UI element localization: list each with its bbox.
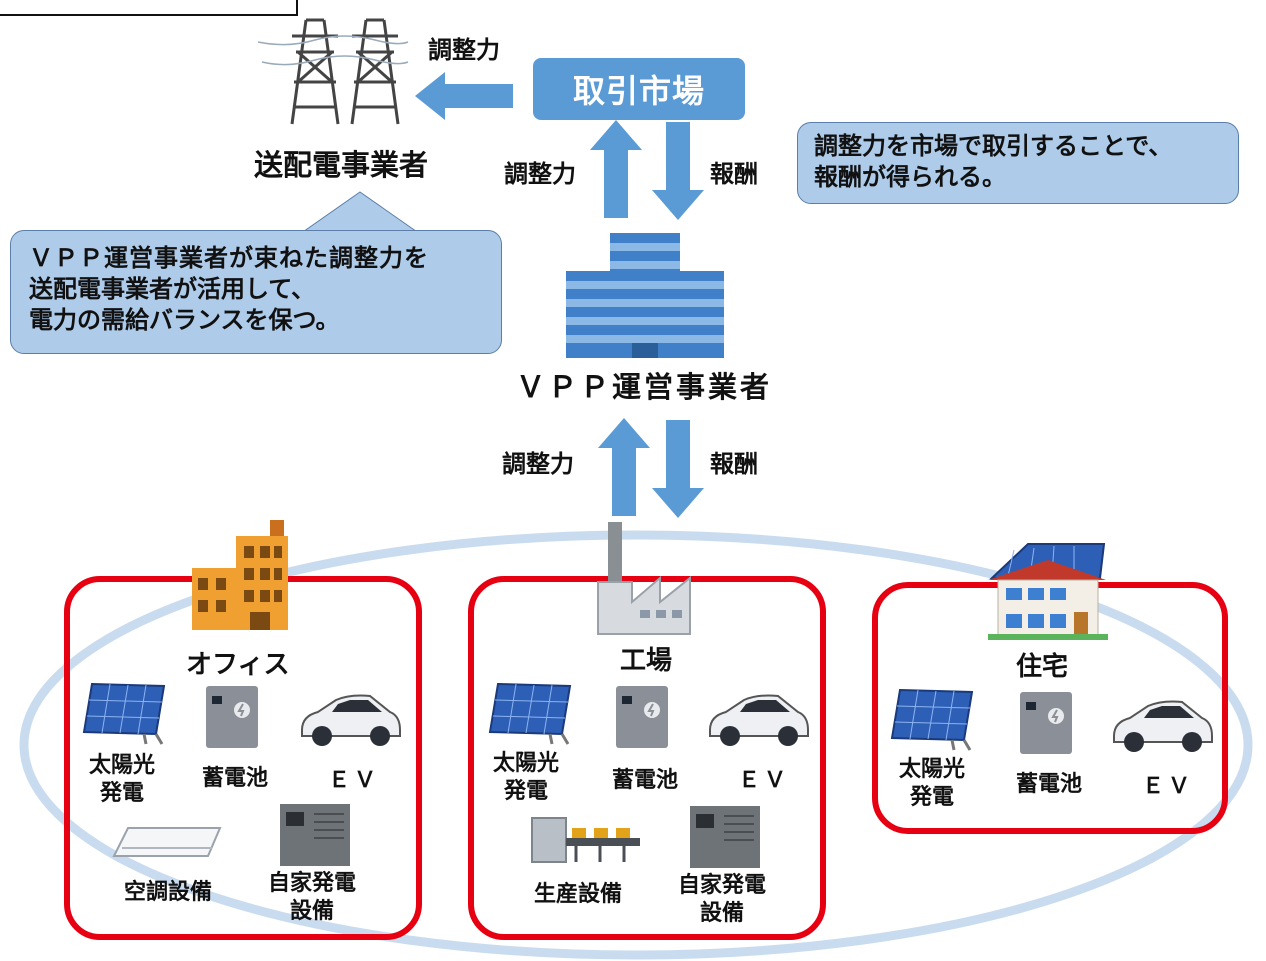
office-ac-label: 空調設備 bbox=[124, 880, 213, 905]
factory-label: 工場 bbox=[620, 646, 673, 676]
trading-market-box: 取引市場 bbox=[533, 58, 745, 120]
office-generator-line1: 自家発電 bbox=[267, 871, 356, 896]
market-note-line1: 調整力を市場で取引することで、 bbox=[814, 132, 1173, 160]
house-solar-label: 太陽光 発電 bbox=[894, 756, 970, 812]
house-battery-label: 蓄電池 bbox=[1016, 772, 1083, 797]
arrow-up-vpp bbox=[598, 418, 650, 516]
header-box bbox=[0, 0, 298, 16]
vpp-operator-label: ＶＰＰ運営事業者 bbox=[516, 370, 773, 404]
arrow-down-market bbox=[652, 122, 704, 220]
factory-solar-line1: 太陽光 bbox=[492, 751, 559, 776]
market-note: 調整力を市場で取引することで、 報酬が得られる。 bbox=[797, 122, 1239, 204]
generator-icon bbox=[690, 806, 760, 868]
office-solar-line2: 発電 bbox=[99, 781, 144, 806]
market-note-line2: 報酬が得られる。 bbox=[814, 163, 1006, 191]
vpp-down-label: 報酬 bbox=[710, 450, 758, 478]
grid-note-line3: 電力の需給バランスを保つ。 bbox=[29, 306, 340, 334]
factory-production-label: 生産設備 bbox=[534, 882, 623, 907]
market-up-label: 調整力 bbox=[504, 160, 576, 188]
office-generator-label: 自家発電 設備 bbox=[262, 870, 362, 926]
house-icon bbox=[988, 543, 1108, 640]
factory-generator-line1: 自家発電 bbox=[677, 873, 766, 898]
factory-generator-line2: 設備 bbox=[699, 901, 744, 926]
ev-car-icon bbox=[301, 694, 401, 746]
ev-car-icon bbox=[1113, 700, 1213, 752]
grid-note-line1: ＶＰＰ運営事業者が束ねた調整力を bbox=[29, 244, 429, 272]
battery-icon bbox=[1020, 692, 1072, 754]
arrow-left bbox=[415, 72, 513, 120]
factory-solar-line2: 発電 bbox=[503, 779, 548, 804]
solar-panel-icon bbox=[890, 688, 974, 751]
power-tower-icon bbox=[257, 18, 409, 125]
vpp-up-label: 調整力 bbox=[502, 450, 574, 478]
grid-arrow-label: 調整力 bbox=[428, 36, 500, 64]
grid-note-line2: 送配電事業者が活用して、 bbox=[29, 275, 316, 303]
market-down-label: 報酬 bbox=[710, 160, 758, 188]
vpp-building-icon bbox=[566, 233, 724, 358]
house-label: 住宅 bbox=[1016, 652, 1069, 682]
office-ev-label: ＥＶ bbox=[328, 768, 381, 793]
grid-note: ＶＰＰ運営事業者が束ねた調整力を 送配電事業者が活用して、 電力の需給バランスを… bbox=[10, 230, 502, 354]
office-building-icon bbox=[192, 520, 288, 630]
arrow-up-market bbox=[590, 120, 642, 218]
office-solar-label: 太陽光 発電 bbox=[84, 752, 160, 808]
house-ev-label: ＥＶ bbox=[1142, 774, 1195, 799]
solar-panel-icon bbox=[82, 682, 166, 745]
office-generator-line2: 設備 bbox=[289, 899, 334, 924]
battery-icon bbox=[616, 686, 668, 748]
air-conditioner-icon bbox=[112, 827, 222, 857]
office-battery-label: 蓄電池 bbox=[202, 766, 269, 791]
factory-icon bbox=[597, 522, 691, 635]
solar-panel-icon bbox=[488, 682, 572, 745]
generator-icon bbox=[280, 804, 350, 866]
office-solar-line1: 太陽光 bbox=[88, 753, 155, 778]
grid-operator-label: 送配電事業者 bbox=[254, 148, 429, 182]
arrow-down-vpp bbox=[652, 420, 704, 518]
battery-icon bbox=[206, 686, 258, 748]
trading-market-label: 取引市場 bbox=[572, 72, 705, 110]
factory-generator-label: 自家発電 設備 bbox=[672, 872, 772, 928]
factory-solar-label: 太陽光 発電 bbox=[488, 750, 564, 806]
factory-group bbox=[468, 576, 826, 940]
factory-battery-label: 蓄電池 bbox=[612, 768, 679, 793]
ev-car-icon bbox=[709, 694, 809, 746]
factory-ev-label: ＥＶ bbox=[738, 768, 791, 793]
production-equipment-icon bbox=[531, 817, 640, 863]
office-label: オフィス bbox=[186, 650, 290, 680]
house-solar-line1: 太陽光 bbox=[898, 757, 965, 782]
house-solar-line2: 発電 bbox=[909, 785, 954, 810]
